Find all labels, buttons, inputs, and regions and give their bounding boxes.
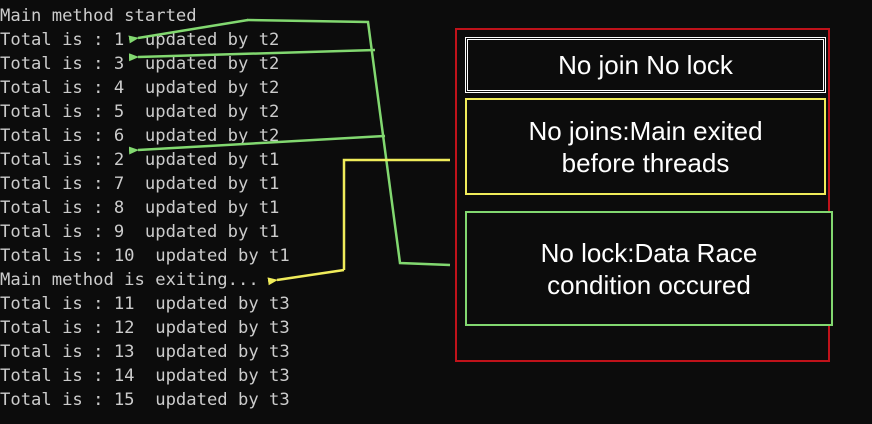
note-text-line: condition occured: [547, 269, 751, 300]
console-line: Total is : 15 updated by t3: [0, 390, 290, 410]
note-text-line: No lock:Data Race: [540, 237, 758, 268]
console-line: Total is : 2 updated by t1: [0, 150, 280, 170]
console-line: Total is : 6 updated by t2: [0, 126, 280, 146]
console-line: Total is : 8 updated by t1: [0, 198, 280, 218]
note-text-line: No joins:Main exited: [528, 115, 763, 146]
note-text-line: before threads: [561, 147, 730, 178]
yellow-connector-line: [342, 158, 450, 270]
console-line: Main method is exiting...: [0, 270, 259, 290]
note-no-join-no-lock: No join No lock: [465, 37, 826, 93]
note-no-joins: No joins:Main exited before threads: [465, 98, 826, 195]
console-line: Total is : 5 updated by t2: [0, 102, 280, 122]
annotation-frame: [455, 28, 830, 362]
console-line: Total is : 13 updated by t3: [0, 342, 290, 362]
console-line: Total is : 7 updated by t1: [0, 174, 280, 194]
console-line: Main method started: [0, 6, 197, 26]
console-line: Total is : 3 updated by t2: [0, 54, 280, 74]
yellow-arrow-to-exit-line: [267, 268, 345, 286]
console-line: Total is : 10 updated by t1: [0, 246, 290, 266]
console-line: Total is : 9 updated by t1: [0, 222, 280, 242]
console-line: Total is : 4 updated by t2: [0, 78, 280, 98]
note-no-lock-data-race: No lock:Data Race condition occured: [465, 211, 833, 326]
green-connector-line: [246, 18, 451, 267]
green-arrow-to-line-2: [128, 48, 376, 62]
green-arrow-to-line-6: [128, 134, 386, 155]
note-text: No join No lock: [558, 50, 733, 80]
console-line: Total is : 14 updated by t3: [0, 366, 290, 386]
console-line: Total is : 1 updated by t2: [0, 30, 280, 50]
green-arrow-to-line-1: [128, 18, 249, 44]
console-line: Total is : 12 updated by t3: [0, 318, 290, 338]
console-line: Total is : 11 updated by t3: [0, 294, 290, 314]
